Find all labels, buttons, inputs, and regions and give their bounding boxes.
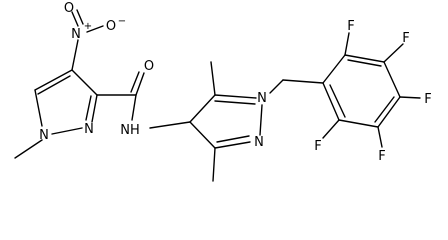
atom-labels: N + O O − O NH N N N N F F F F F xyxy=(39,1,432,164)
bond-pz1-n1-n2 xyxy=(51,127,83,135)
atom-f-top: F xyxy=(347,19,354,34)
atom-f-bottom-left: F xyxy=(314,139,321,154)
charge-minus: − xyxy=(118,16,126,27)
bond-ch2-ring xyxy=(282,79,324,84)
bonds xyxy=(14,9,421,182)
bond-pz1-c4-c5-double xyxy=(37,75,71,95)
bond-c6-f xyxy=(322,119,340,139)
bond-pz2-n1-n2 xyxy=(259,104,263,136)
bond-pz1-c5-n1 xyxy=(34,89,43,127)
bond-pz2-n2-c3 xyxy=(214,141,251,149)
bond-ring-c4-c5-double xyxy=(374,96,395,123)
bond-carbonyl-nh xyxy=(131,94,137,121)
bond-nitro-n-o-top-double xyxy=(76,9,84,25)
bond-pz2-c3-methyl xyxy=(212,147,216,182)
atom-pz1-n2: N xyxy=(84,122,94,137)
bond-pz2-c5-methyl xyxy=(210,61,216,96)
bond-nitro-n-o-right xyxy=(86,25,104,33)
atom-f-right: F xyxy=(424,92,431,107)
atom-f-bottom-right: F xyxy=(378,149,385,164)
molecule-structure: N + O O − O NH N N N N F F F F F xyxy=(14,1,432,182)
atom-pz2-n2: N xyxy=(254,135,264,150)
atom-nitro-n: N xyxy=(71,27,81,42)
charge-plus: + xyxy=(84,21,92,32)
bond-ring-c1-c2 xyxy=(322,54,346,84)
bond-c5-f xyxy=(377,126,383,148)
bond-pz2-c3-c4 xyxy=(189,121,216,149)
bond-carbonyl-o xyxy=(135,72,145,96)
bond-nitro-n-o-top xyxy=(71,11,79,27)
bond-ring-c2-c3-double xyxy=(347,59,382,67)
bond-pz2-n2-c3-double xyxy=(216,135,250,143)
bond-nh-c4pz2 xyxy=(149,121,191,129)
bond-n1-ch2 xyxy=(269,79,284,94)
atom-pz1-n1: N xyxy=(39,128,49,143)
atom-nitro-o-right: O xyxy=(106,19,116,34)
atom-nitro-o-top: O xyxy=(64,1,74,16)
atom-f-top-right: F xyxy=(402,31,409,46)
bond-ring-c3-c4 xyxy=(383,61,401,98)
bond-c4-f xyxy=(399,96,421,99)
atom-amide-nh: NH xyxy=(120,123,140,138)
bond-c2-f xyxy=(344,32,350,56)
atom-amide-o: O xyxy=(144,59,154,74)
bond-pz2-c5-n1-double xyxy=(214,100,256,105)
bond-ring-c2-c3 xyxy=(344,54,385,63)
bond-pz1-n2-c3 xyxy=(91,94,98,123)
bond-ring-c6-c1 xyxy=(322,82,340,121)
bond-ring-c4-c5 xyxy=(377,96,401,128)
bond-pz2-c5-n1 xyxy=(214,94,257,99)
bond-carbonyl-o-double xyxy=(130,71,140,93)
bond-pz1-c3-c4 xyxy=(71,69,98,96)
bond-pz2-c4-c5 xyxy=(189,94,216,123)
bond-c3-f xyxy=(383,43,404,63)
bond-pz1-n2-c3-double xyxy=(85,95,92,121)
bond-ring-c6-c1-double xyxy=(329,84,346,118)
bond-ring-c5-c6 xyxy=(338,119,379,128)
bond-nitro-n-c4 xyxy=(71,39,79,71)
bond-pz1-c4-c5 xyxy=(34,69,73,91)
bond-pz1-n1-methyl xyxy=(14,139,43,159)
atom-pz2-n1: N xyxy=(257,91,267,106)
